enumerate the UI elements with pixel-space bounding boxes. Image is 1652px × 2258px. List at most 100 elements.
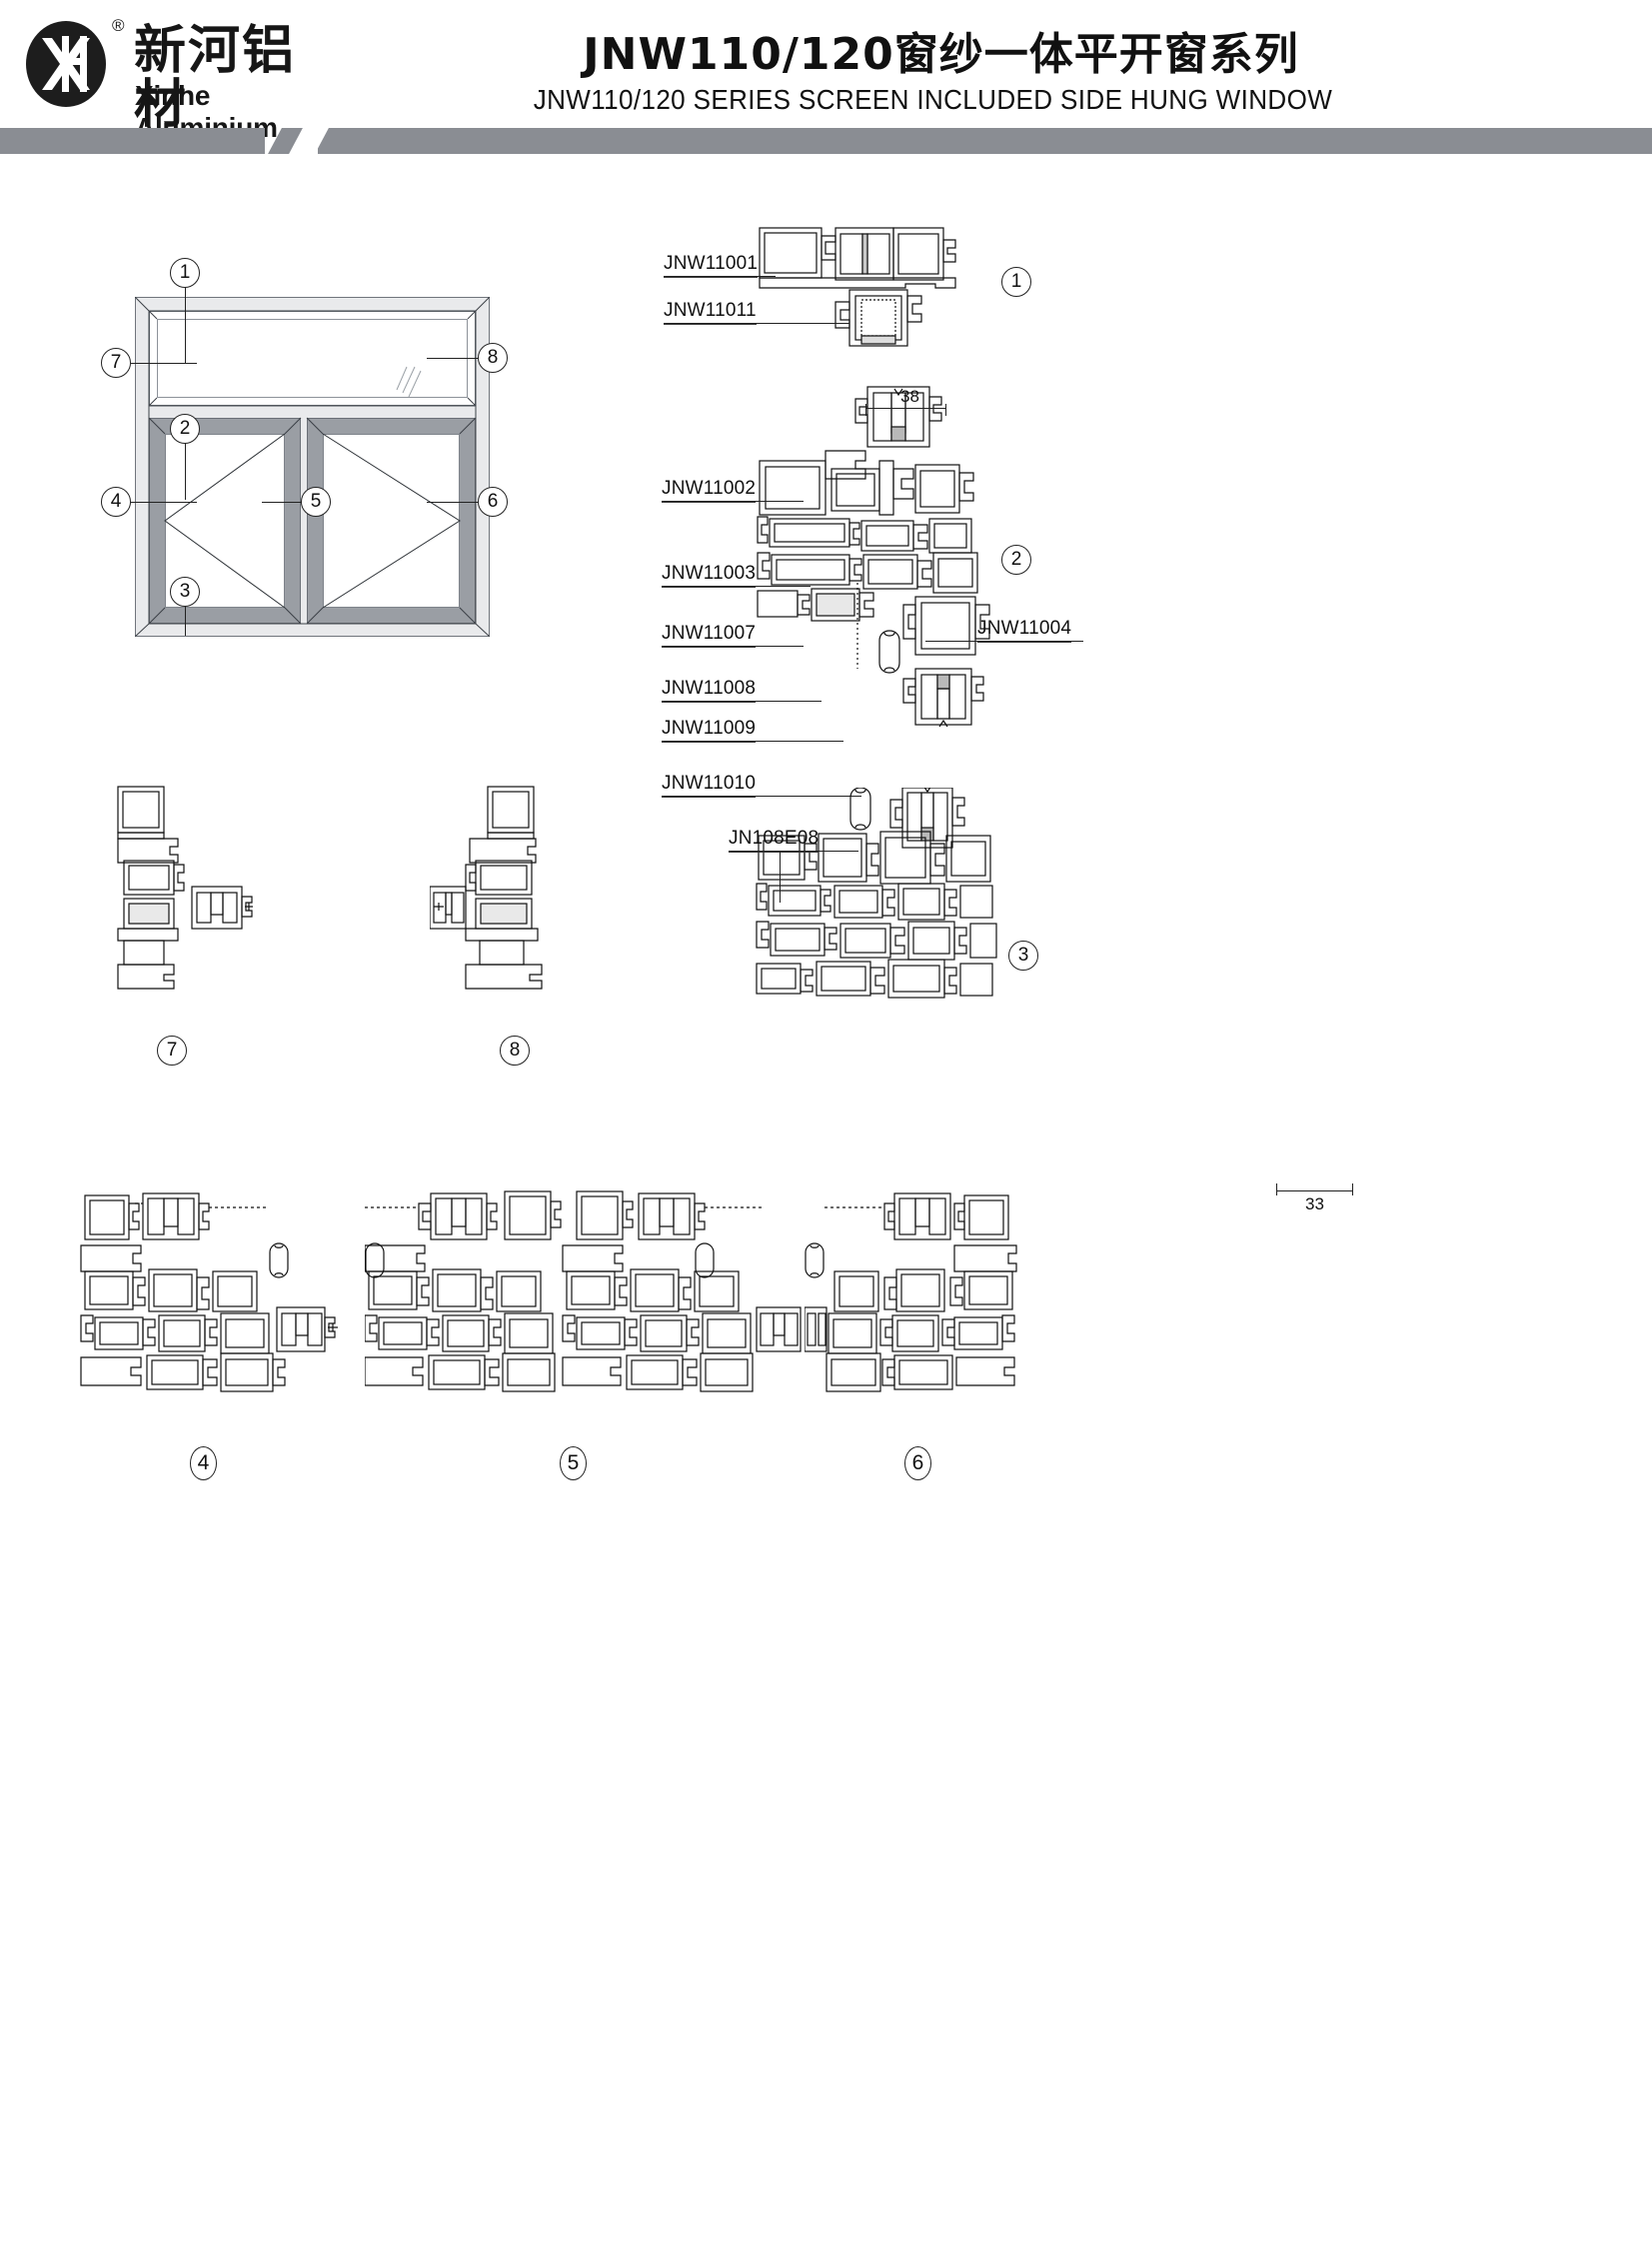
detail-2-profile-code-6: JNW11010 <box>662 773 757 798</box>
dim-33-ext-right <box>1352 1183 1353 1195</box>
detail-2-profile-code-1: JNW11002 <box>662 478 757 503</box>
detail-6-profile-drawing <box>805 1192 1017 1392</box>
banner-segment-right <box>318 128 1652 154</box>
detail-2-dimension-33: 33 <box>1305 1194 1324 1213</box>
detail-2-leader-6 <box>662 796 861 797</box>
bubble-elevation-1[interactable]: 1 <box>170 258 200 288</box>
detail-1-profile-drawing <box>759 227 956 347</box>
detail-7-section <box>110 783 270 1023</box>
detail-2-leader-5 <box>662 741 843 742</box>
page-title-cn: JNW110/120窗纱一体平开窗系列 <box>583 29 1299 80</box>
detail-3-profile-code-1: JN108E08 <box>729 828 820 853</box>
detail-2-leader-1 <box>662 501 804 502</box>
bubble-label: 1 <box>179 262 191 283</box>
leader-callout-5 <box>262 502 322 503</box>
detail-2-marker[interactable]: 2 <box>1001 545 1031 575</box>
detail-5-marker[interactable]: 5 <box>560 1446 587 1480</box>
bubble-elevation-4[interactable]: 4 <box>101 487 131 517</box>
xinhe-logo-icon <box>26 21 106 107</box>
detail-2-leader-3 <box>662 646 804 647</box>
bubble-label: 8 <box>487 347 499 368</box>
detail-4-profile-drawing <box>80 1192 338 1392</box>
detail-2-profile-code-4: JNW11008 <box>662 678 757 703</box>
bubble-label: 3 <box>1017 945 1029 966</box>
detail-1-profile-code-2: JNW11011 <box>664 300 757 325</box>
detail-1-profile-code-1: JNW11001 <box>664 253 759 278</box>
brand-logo: ® 新河铝材 Xinhe Aluminium <box>22 14 342 143</box>
detail-3-section <box>755 788 1014 1038</box>
detail-2-leader-2 <box>662 586 810 587</box>
bubble-label: 4 <box>110 491 122 512</box>
detail-3-leader-1-drop <box>780 851 781 903</box>
leader-callout-1 <box>185 286 186 363</box>
bubble-elevation-6[interactable]: 6 <box>478 487 508 517</box>
header-banner <box>0 124 1652 158</box>
detail-8-marker[interactable]: 8 <box>500 1036 530 1066</box>
bubble-label: 3 <box>179 581 191 602</box>
bubble-label: 1 <box>1010 271 1022 292</box>
detail-1-leader-2 <box>664 323 849 324</box>
detail-7-profile-drawing <box>117 786 253 990</box>
banner-segment-left <box>0 128 265 154</box>
detail-2-profile-drawing <box>757 386 990 728</box>
detail-4-marker[interactable]: 4 <box>190 1446 217 1480</box>
dim-38-ext-left <box>865 404 866 416</box>
detail-8-profile-drawing <box>430 786 543 990</box>
detail-1-leader-1 <box>664 276 776 277</box>
elevation-linework <box>135 297 490 637</box>
leader-callout-2 <box>185 430 186 500</box>
fixed-light-glass <box>157 319 468 398</box>
bubble-label: 4 <box>197 1451 210 1474</box>
dim-38-line <box>865 408 945 409</box>
detail-6-marker[interactable]: 6 <box>904 1446 931 1480</box>
dim-33-line <box>1276 1190 1352 1191</box>
detail-5-profile-drawing <box>365 1190 802 1392</box>
detail-4-section <box>75 1187 365 1407</box>
bubble-label: 6 <box>487 491 499 512</box>
bubble-elevation-2[interactable]: 2 <box>170 414 200 444</box>
detail-2-profile-code-3: JNW11007 <box>662 623 757 648</box>
bubble-label: 7 <box>166 1040 178 1061</box>
brand-name-cn: 新河铝材 <box>134 21 297 135</box>
detail-1-section <box>740 218 1019 358</box>
page-header: ® 新河铝材 Xinhe Aluminium JNW110/120窗纱一体平开窗… <box>0 0 1652 143</box>
detail-2-profile-code-7: JNW11004 <box>977 618 1072 643</box>
bubble-label: 5 <box>310 491 322 512</box>
bubble-elevation-5[interactable]: 5 <box>301 487 331 517</box>
bubble-label: 2 <box>179 418 191 439</box>
detail-2-dimension-38: 38 <box>900 387 919 406</box>
dim-38-ext-right <box>945 404 946 416</box>
leader-callout-6 <box>427 502 479 503</box>
dim-33-ext-left <box>1276 1183 1277 1195</box>
registered-mark: ® <box>112 16 125 35</box>
detail-2-profile-code-2: JNW11003 <box>662 563 757 588</box>
leader-callout-8 <box>427 358 479 359</box>
detail-8-section <box>430 783 610 1023</box>
window-elevation <box>135 297 490 637</box>
bubble-label: 6 <box>911 1451 924 1474</box>
detail-2-section <box>740 383 1029 773</box>
detail-3-marker[interactable]: 3 <box>1008 941 1038 971</box>
bubble-label: 8 <box>509 1040 521 1061</box>
leader-callout-4 <box>131 502 197 503</box>
detail-2-leader-2b <box>810 586 811 587</box>
page-title-en: JNW110/120 SERIES SCREEN INCLUDED SIDE H… <box>533 84 1333 115</box>
detail-3-profile-drawing <box>756 788 997 999</box>
detail-2-leader-7 <box>925 641 1083 642</box>
detail-3-leader-1 <box>729 851 858 852</box>
bubble-elevation-3[interactable]: 3 <box>170 577 200 607</box>
leader-callout-7 <box>131 363 197 364</box>
drawing-sheet: 1 2 3 7 8 4 5 6 <box>0 158 1652 2258</box>
bubble-elevation-8[interactable]: 8 <box>478 343 508 373</box>
detail-7-marker[interactable]: 7 <box>157 1036 187 1066</box>
bubble-label: 2 <box>1010 549 1022 570</box>
detail-5-section <box>365 1187 805 1407</box>
detail-1-marker[interactable]: 1 <box>1001 267 1031 297</box>
detail-6-section <box>805 1187 1094 1407</box>
leader-callout-3 <box>185 598 186 636</box>
detail-2-leader-4 <box>662 701 822 702</box>
detail-2-profile-code-5: JNW11009 <box>662 718 757 743</box>
brand-name-en: Xinhe Aluminium <box>135 80 278 143</box>
bubble-label: 7 <box>110 352 122 373</box>
bubble-elevation-7[interactable]: 7 <box>101 348 131 378</box>
